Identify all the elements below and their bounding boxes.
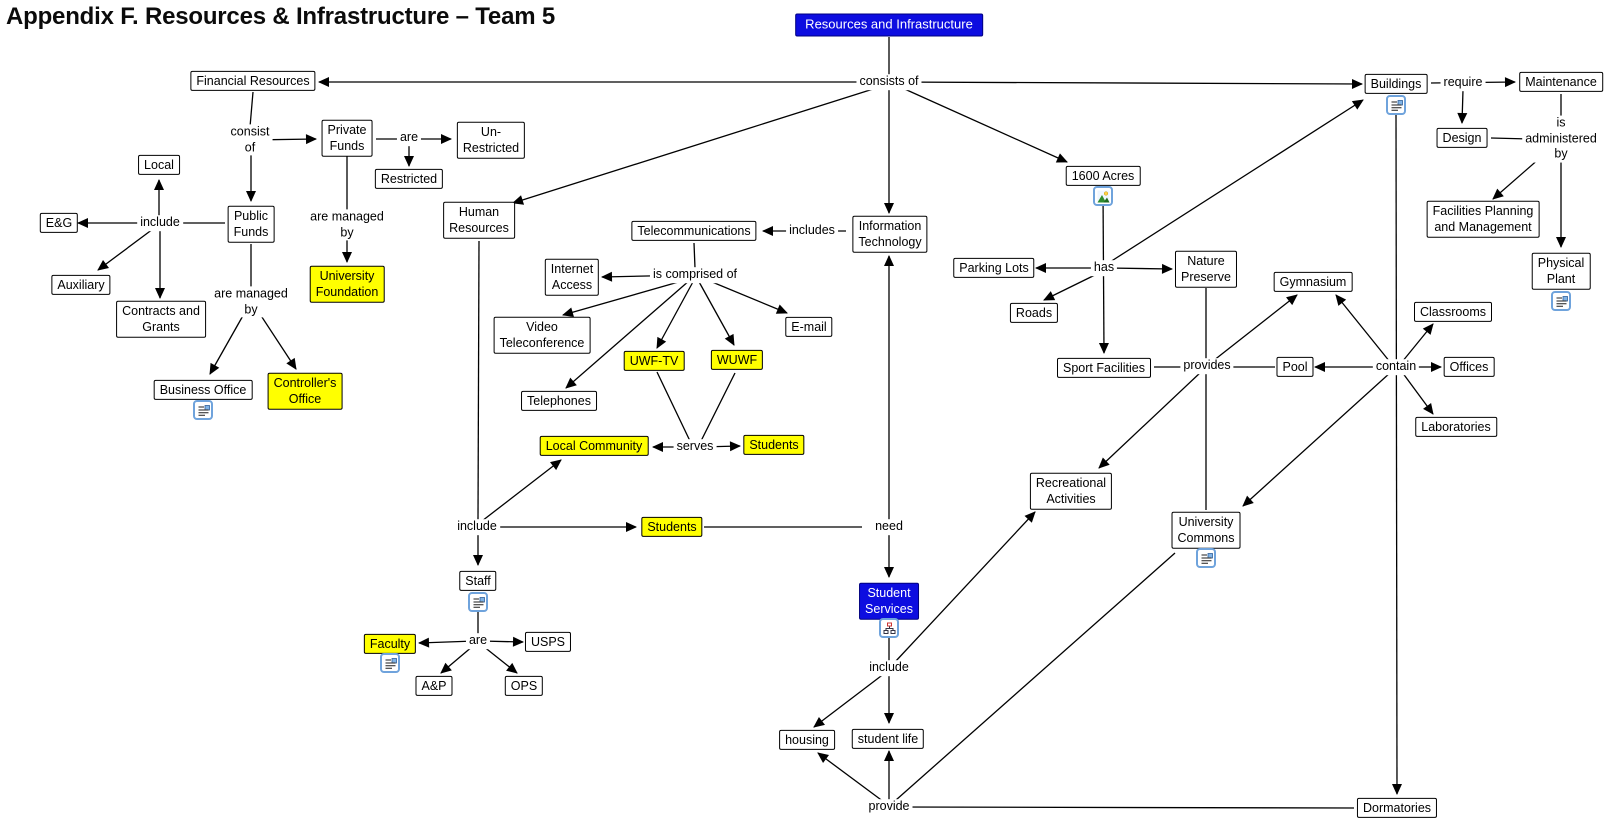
node-human-resources[interactable]: Human Resources <box>443 201 515 239</box>
node-facilities-planning-and-management[interactable]: Facilities Planning and Management <box>1426 200 1540 238</box>
node-financial-resources[interactable]: Financial Resources <box>190 70 316 92</box>
node-offices[interactable]: Offices <box>1443 356 1495 378</box>
document-icon[interactable] <box>468 592 488 612</box>
node-telecommunications[interactable]: Telecommunications <box>631 220 757 242</box>
node-maintenance[interactable]: Maintenance <box>1519 71 1603 93</box>
link-label-includes[interactable]: includes <box>786 223 838 239</box>
node-laboratories[interactable]: Laboratories <box>1415 416 1497 438</box>
node-business-office[interactable]: Business Office <box>153 379 253 401</box>
node-controllers-office[interactable]: Controller's Office <box>267 372 343 410</box>
link-label-is-administered-by[interactable]: is administered by <box>1522 115 1600 163</box>
node-video-teleconference[interactable]: Video Teleconference <box>493 316 591 354</box>
node-internet-access[interactable]: Internet Access <box>544 258 600 296</box>
node-pool[interactable]: Pool <box>1276 356 1314 378</box>
link-label-has[interactable]: has <box>1090 260 1118 276</box>
node-ops[interactable]: OPS <box>504 675 544 697</box>
node-dormatories[interactable]: Dormatories <box>1356 797 1438 819</box>
node-resources-and-infrastructure[interactable]: Resources and Infrastructure <box>795 13 983 37</box>
image-icon[interactable] <box>1093 186 1113 206</box>
link-label-require[interactable]: require <box>1440 75 1486 91</box>
node-telephones[interactable]: Telephones <box>521 390 597 412</box>
node-auxiliary[interactable]: Auxiliary <box>51 274 111 296</box>
link-label-serves[interactable]: serves <box>673 439 717 455</box>
node-local[interactable]: Local <box>138 154 180 176</box>
node-students-include[interactable]: Students <box>641 516 703 538</box>
link-label-consists-of[interactable]: consists of <box>856 74 922 90</box>
document-icon[interactable] <box>1196 548 1216 568</box>
node-student-services[interactable]: Student Services <box>859 582 919 620</box>
node-restricted[interactable]: Restricted <box>374 168 444 190</box>
node-parking-lots[interactable]: Parking Lots <box>953 257 1035 279</box>
document-icon[interactable] <box>1386 95 1406 115</box>
node-public-funds[interactable]: Public Funds <box>227 205 275 243</box>
link-label-contain[interactable]: contain <box>1372 359 1420 375</box>
node-usps[interactable]: USPS <box>524 631 572 653</box>
link-label-include-public[interactable]: include <box>137 215 183 231</box>
link-label-need[interactable]: need <box>872 519 906 535</box>
document-icon[interactable] <box>193 400 213 420</box>
node-sport-facilities[interactable]: Sport Facilities <box>1057 357 1151 379</box>
node-information-technology[interactable]: Information Technology <box>852 215 928 253</box>
node-email[interactable]: E-mail <box>785 316 833 338</box>
node-ap[interactable]: A&P <box>415 675 453 697</box>
link-label-are-managed-by-private[interactable]: are managed by <box>307 209 387 241</box>
node-eg[interactable]: E&G <box>39 212 79 234</box>
link-label-consist-of[interactable]: consist of <box>227 124 273 156</box>
link-label-provides[interactable]: provides <box>1180 358 1234 374</box>
link-label-is-comprised-of[interactable]: is comprised of <box>649 267 741 283</box>
link-label-provide[interactable]: provide <box>865 799 913 815</box>
node-1600-acres[interactable]: 1600 Acres <box>1065 165 1141 187</box>
link-label-are-managed-by-public[interactable]: are managed by <box>211 286 291 318</box>
document-icon[interactable] <box>380 653 400 673</box>
page-title: Appendix F. Resources & Infrastructure –… <box>6 3 555 30</box>
node-physical-plant[interactable]: Physical Plant <box>1531 252 1591 290</box>
node-private-funds[interactable]: Private Funds <box>321 119 373 157</box>
link-label-are-private[interactable]: are <box>396 130 422 146</box>
node-staff[interactable]: Staff <box>459 570 497 592</box>
node-gymnasium[interactable]: Gymnasium <box>1273 271 1353 293</box>
node-uwf-tv[interactable]: UWF-TV <box>623 350 685 372</box>
node-buildings[interactable]: Buildings <box>1364 73 1428 95</box>
node-university-commons[interactable]: University Commons <box>1171 511 1241 549</box>
link-label-are-staff[interactable]: are <box>465 633 491 649</box>
node-students-serves[interactable]: Students <box>743 434 805 456</box>
node-faculty[interactable]: Faculty <box>363 633 417 655</box>
node-unrestricted[interactable]: Un- Restricted <box>456 121 526 159</box>
node-contracts-and-grants[interactable]: Contracts and Grants <box>116 300 206 338</box>
link-label-include-ss[interactable]: include <box>866 660 912 676</box>
node-roads[interactable]: Roads <box>1009 302 1059 324</box>
node-recreational-activities[interactable]: Recreational Activities <box>1029 472 1113 510</box>
node-university-foundation[interactable]: University Foundation <box>309 265 385 303</box>
node-wuwf[interactable]: WUWF <box>710 349 764 371</box>
link-label-include-hr[interactable]: include <box>454 519 500 535</box>
node-housing[interactable]: housing <box>779 729 835 751</box>
node-nature-preserve[interactable]: Nature Preserve <box>1174 250 1238 288</box>
node-local-community[interactable]: Local Community <box>539 435 649 457</box>
document-icon[interactable] <box>1551 291 1571 311</box>
node-design[interactable]: Design <box>1436 127 1488 149</box>
org-chart-icon[interactable] <box>879 618 899 638</box>
node-student-life[interactable]: student life <box>851 728 925 750</box>
node-classrooms[interactable]: Classrooms <box>1414 301 1492 323</box>
